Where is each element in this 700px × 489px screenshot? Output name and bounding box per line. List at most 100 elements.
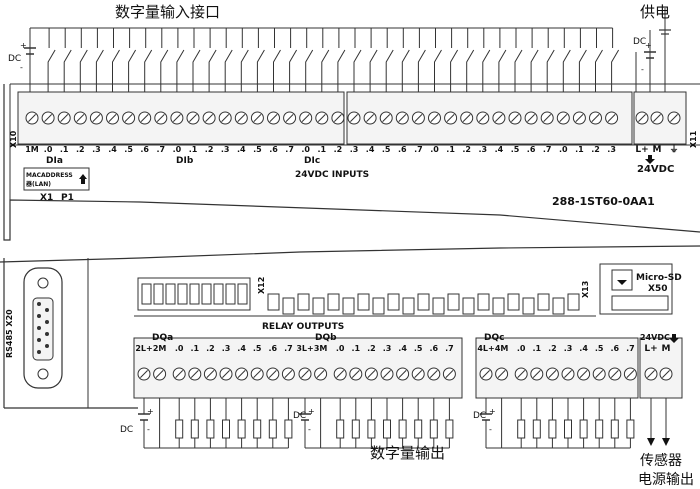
dc-label: DC	[8, 54, 21, 64]
input-terminal-label-9: .0	[173, 145, 182, 154]
dqa-screw-5	[219, 367, 233, 381]
dqc-terminal-label-8: .6	[610, 344, 619, 353]
input-screw-19	[331, 111, 345, 125]
input-screw-13	[234, 111, 248, 125]
dqb-load-5	[383, 419, 391, 439]
dqb-terminal-label-0: 3L+	[296, 344, 313, 353]
x13-pin-16	[507, 293, 520, 311]
dqa-terminal-label-7: .5	[253, 344, 262, 353]
input-terminal-label-26: .1	[446, 145, 455, 154]
x13-connector-row	[267, 293, 580, 315]
input-switch-10	[192, 28, 201, 92]
input-screw-14	[250, 111, 264, 125]
x12-tooth-6	[213, 283, 224, 305]
output-dc-sources: +-+-+-	[138, 398, 502, 449]
dqb-terminal-label-3: .1	[351, 344, 360, 353]
input-screw-20	[347, 111, 361, 125]
input-switch-32	[546, 28, 555, 92]
dqa-screw-3-slot	[190, 370, 199, 378]
dqc-load-8	[610, 419, 619, 439]
dqa-screw-9-slot	[284, 370, 293, 378]
inputs-label: 24VDC INPUTS	[295, 170, 369, 180]
x12-label: X12	[257, 277, 266, 294]
input-terminal-label-10: .1	[189, 145, 198, 154]
dqc-load-5	[564, 419, 572, 439]
input-switch-15	[273, 28, 281, 92]
input-screw-28-slot	[478, 114, 487, 122]
dc-label-b: DC	[293, 411, 306, 421]
dqa-screw-0-slot	[140, 370, 148, 378]
dqa-terminal-label-2: .0	[175, 344, 184, 353]
input-terminal-label-2: .1	[60, 145, 69, 154]
bottom-module-top-edge	[0, 245, 700, 263]
input-switch-17	[305, 28, 314, 92]
input-terminal-label-29: .4	[495, 145, 504, 154]
input-screw-6	[122, 111, 136, 125]
input-screws	[25, 111, 681, 125]
input-terminal-label-1: .0	[44, 145, 53, 154]
power-terminal-label-1: M	[653, 145, 662, 155]
dqa-terminal-label-4: .2	[206, 344, 215, 353]
input-screw-11	[202, 111, 216, 125]
input-terminal-label-33: .0	[559, 145, 568, 154]
dqa-screw-3	[188, 367, 202, 381]
dqb-screw-1	[314, 367, 328, 381]
input-switch-14	[256, 28, 265, 92]
input-switch-1	[47, 28, 56, 92]
input-screw-33	[556, 111, 570, 125]
power-screw-2-slot	[670, 114, 678, 122]
input-screw-34-slot	[575, 114, 584, 122]
input-switch-2	[63, 28, 72, 92]
dqc-screw-4-slot	[548, 370, 557, 378]
input-switch-9	[176, 28, 185, 92]
input-screw-35-slot	[591, 114, 600, 122]
input-screw-0	[25, 111, 39, 125]
x12-tooth-1	[153, 283, 164, 305]
dqb-screw-2	[333, 367, 347, 381]
power-caption: 供电	[640, 3, 670, 21]
x13-pin-4	[327, 293, 340, 311]
input-terminal-label-5: .4	[108, 145, 117, 154]
dqa-screw-5-slot	[222, 370, 230, 378]
input-screw-4-slot	[92, 114, 101, 122]
input-screw-0-slot	[28, 114, 36, 122]
dqc-screw-0-slot	[482, 370, 490, 378]
dqa-screw-9	[281, 367, 295, 381]
dqc-screw-0	[479, 367, 493, 381]
input-screw-2	[57, 111, 71, 125]
x12-tooth-7	[225, 283, 236, 305]
input-terminal-label-15: .6	[269, 145, 278, 154]
dqa-label: DQa	[152, 333, 173, 343]
input-screw-7	[138, 111, 152, 125]
x12-tooth-2	[165, 283, 176, 305]
input-screw-25	[428, 111, 441, 125]
x13-pin-9	[402, 297, 415, 315]
dqb-screw-7-slot	[414, 370, 423, 378]
dqc-load-9	[626, 419, 635, 439]
input-terminal-label-8: .7	[156, 145, 165, 154]
input-screw-11-slot	[205, 114, 214, 122]
x13-pin-13	[462, 297, 475, 315]
input-screw-23-slot	[398, 114, 407, 122]
input-switch-8	[160, 28, 169, 92]
dqa-load-3	[190, 419, 199, 439]
dqa-load-5	[222, 419, 230, 439]
dqc-terminal-label-2: .0	[517, 344, 526, 353]
dqc-screw-9	[623, 367, 637, 381]
dqa-load-2	[175, 419, 184, 439]
dqc-terminal-label-7: .5	[595, 344, 604, 353]
x12-tooth-4	[189, 283, 200, 305]
power-terminal-label-2: ⏚	[669, 144, 678, 155]
microsd-slot[interactable]	[611, 295, 669, 311]
input-screw-24	[411, 111, 425, 125]
sensor-power-terminal-block	[639, 337, 683, 399]
input-terminal-label-22: .5	[382, 145, 391, 154]
x13-pin-8	[387, 293, 400, 311]
input-terminal-label-0: 1M	[25, 145, 39, 154]
dqa-load-9	[284, 419, 293, 439]
x13-pin-2	[297, 293, 310, 311]
input-terminal-label-6: .5	[124, 145, 133, 154]
input-screw-31	[524, 111, 538, 125]
input-terminal-label-20: .3	[350, 145, 359, 154]
